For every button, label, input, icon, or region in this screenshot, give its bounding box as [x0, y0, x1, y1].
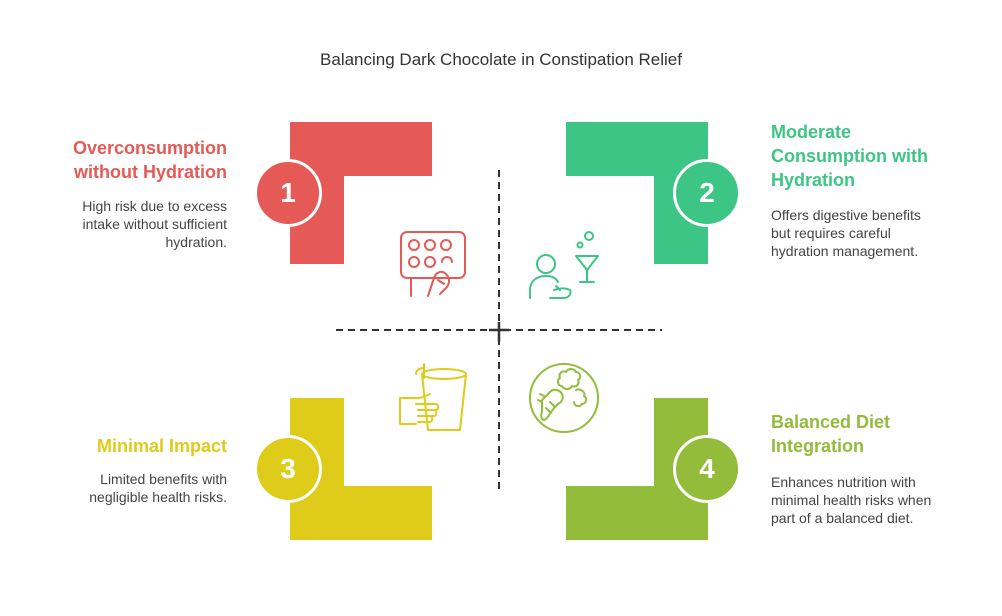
quadrant-1-heading: Overconsumption without Hydration [73, 136, 227, 184]
quadrant-4-heading: Balanced Diet Integration [771, 410, 890, 458]
quadrant-3-number: 3 [280, 453, 296, 484]
quadrant-4-number: 4 [699, 453, 715, 484]
quadrant-4-description-line: Enhances nutrition with [771, 474, 916, 490]
center-cross [489, 322, 509, 342]
quadrant-4-corner [566, 398, 708, 540]
quadrant-1-description-line: intake without sufficient [82, 216, 228, 232]
quadrant-4-description: Enhances nutrition with minimal health r… [771, 473, 931, 527]
quadrant-1-description: High risk due to excess intake without s… [82, 197, 227, 251]
quadrant-3-description: Limited benefits with negligible health … [89, 470, 227, 506]
quadrant-3-description-line: Limited benefits with [100, 471, 227, 487]
quadrant-1-heading-line: Overconsumption [72, 138, 227, 158]
vegetables-plate-icon [529, 363, 599, 433]
chocolate-bar-hand-icon [400, 231, 466, 297]
quadrant-4-badge: 4 [673, 435, 741, 503]
quadrant-2-description-line: hydration management. [771, 243, 919, 259]
quadrant-4-heading-line: Balanced Diet [771, 412, 891, 432]
quadrant-4-description-line: part of a balanced diet. [771, 510, 914, 526]
quadrant-1-description-line: hydration. [165, 234, 227, 250]
quadrant-2-heading-line: Hydration [771, 170, 856, 190]
quadrant-2-number: 2 [699, 177, 715, 208]
quadrant-2-description-line: Offers digestive benefits [771, 207, 921, 223]
quadrant-3-badge: 3 [254, 435, 322, 503]
quadrant-2-heading: Moderate Consumption with Hydration [771, 120, 928, 192]
quadrant-1-badge: 1 [254, 159, 322, 227]
hand-holding-cup-icon [399, 363, 467, 431]
quadrant-2-shape [566, 122, 708, 264]
quadrant-4-heading-line: Integration [771, 436, 864, 456]
quadrant-1-corner [290, 122, 432, 264]
quadrant-2-heading-line: Consumption with [771, 146, 928, 166]
quadrant-1-description-line: High risk due to excess [82, 198, 227, 214]
quadrant-3-heading: Minimal Impact [97, 434, 227, 458]
quadrant-3-corner [290, 398, 432, 540]
quadrant-3-description-line: negligible health risks. [89, 489, 227, 505]
quadrant-2-badge: 2 [673, 159, 741, 227]
quadrant-1-number: 1 [280, 177, 296, 208]
person-drinking-icon [529, 231, 599, 299]
quadrant-2-description-line: but requires careful [771, 225, 891, 241]
quadrant-3-shape [290, 398, 432, 540]
quadrant-2-description: Offers digestive benefits but requires c… [771, 206, 921, 260]
quadrant-4-description-line: minimal health risks when [771, 492, 932, 508]
quadrant-1-shape [290, 122, 432, 264]
quadrant-2-heading-line: Moderate [771, 122, 852, 142]
quadrant-3-heading-line: Minimal Impact [96, 436, 227, 456]
quadrant-1-heading-line: without Hydration [74, 162, 227, 182]
quadrant-4-shape [566, 398, 708, 540]
quadrant-2-corner [566, 122, 708, 264]
page-title: Balancing Dark Chocolate in Constipation… [320, 50, 682, 69]
